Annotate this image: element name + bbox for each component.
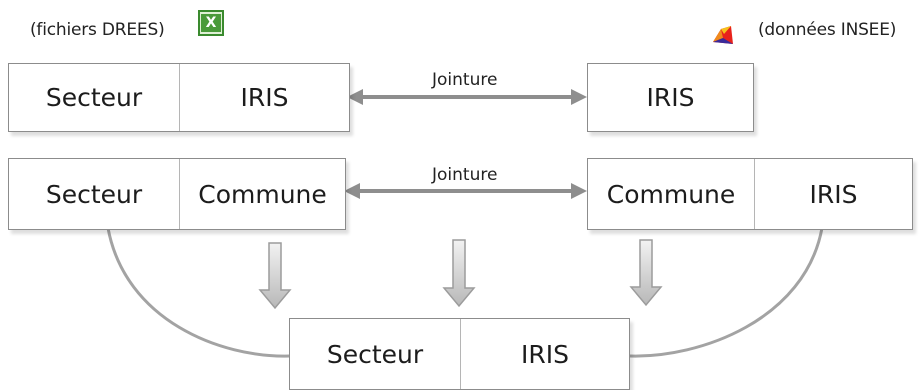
cell-iris: IRIS — [754, 159, 912, 229]
cell-secteur: Secteur — [45, 179, 143, 209]
join-arrow-row2 — [344, 183, 587, 199]
cell-commune: Commune — [179, 159, 345, 229]
cell-iris: IRIS — [460, 319, 629, 389]
drees-table-row2: Secteur Commune — [8, 158, 346, 230]
cell-secteur: Secteur — [45, 83, 143, 112]
insee-icon — [713, 26, 733, 44]
join-label-row1: Jointure — [432, 70, 498, 90]
source-label-insee: (données INSEE) — [758, 20, 897, 40]
drees-table-row1: Secteur IRIS — [8, 63, 350, 132]
source-label-drees: (fichiers DREES) — [30, 20, 165, 40]
curve-left — [106, 227, 291, 358]
cell-iris: IRIS — [179, 64, 349, 131]
join-arrow-row1 — [347, 89, 587, 105]
down-arrow-center — [442, 239, 476, 308]
cell-secteur: Secteur — [326, 339, 424, 369]
curve-right — [629, 227, 824, 358]
down-arrow-right — [629, 239, 663, 307]
insee-table-row1: IRIS — [587, 63, 754, 132]
cell-commune: Commune — [606, 179, 736, 209]
cell-iris: IRIS — [646, 83, 695, 112]
join-label-row2: Jointure — [432, 165, 498, 185]
result-table: Secteur IRIS — [289, 318, 630, 390]
down-arrow-left — [258, 242, 292, 310]
excel-icon: X — [198, 10, 224, 36]
insee-table-row2: Commune IRIS — [587, 158, 913, 230]
